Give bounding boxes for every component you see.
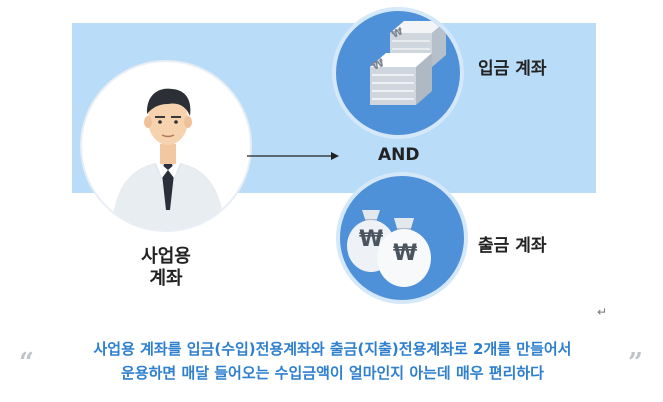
caption-line1: 사업용 계좌를 입금(수입)전용계좌와 출금(지출)전용계좌로 2개를 만들어서: [93, 340, 572, 358]
won-symbol-bag-2: ₩: [393, 241, 418, 266]
cash-stack-icon: [370, 21, 446, 105]
won-symbol-bag-1: ₩: [359, 227, 384, 252]
business-account-label: 사업용 계좌: [128, 246, 204, 290]
business-account-label-line2: 계좌: [149, 268, 183, 289]
open-quote-icon: “: [19, 348, 34, 378]
business-owner-illustration: [80, 60, 252, 232]
person-icon: [112, 88, 224, 230]
close-quote-icon: ”: [628, 348, 643, 378]
withdraw-account-illustration: [336, 172, 468, 304]
and-label: AND: [378, 145, 420, 165]
money-bag-icon: [347, 210, 431, 287]
business-account-label-line1: 사업용: [141, 246, 191, 267]
caption-line2: 운용하면 매달 들어오는 수입금액이 얼마인지 아는데 매우 편리하다: [121, 364, 544, 382]
deposit-account-label: 입금 계좌: [478, 59, 547, 79]
arrow-right-icon: [247, 152, 339, 160]
withdraw-account-label: 출금 계좌: [478, 236, 547, 256]
deposit-account-illustration: [332, 7, 464, 139]
return-mark: ↵: [597, 305, 608, 319]
caption: 사업용 계좌를 입금(수입)전용계좌와 출금(지출)전용계좌로 2개를 만들어서…: [40, 337, 625, 385]
